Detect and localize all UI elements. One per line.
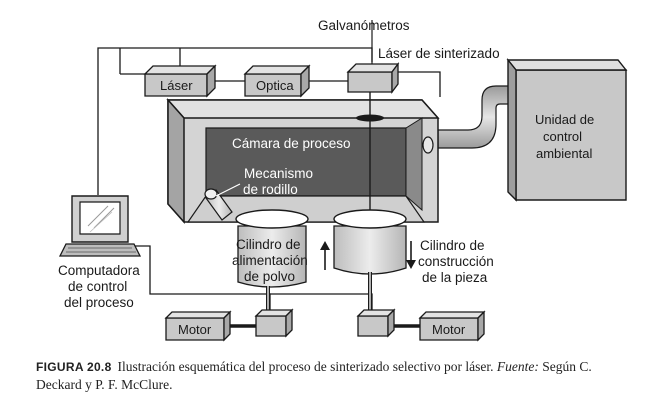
laser-box	[143, 64, 217, 98]
gearbox-right	[356, 308, 396, 338]
environment-unit-label-1: Unidad de	[535, 112, 594, 127]
optics-box	[243, 64, 311, 98]
feed-up-arrow	[320, 241, 330, 270]
galvanometers-label: Galvanómetros	[318, 18, 410, 33]
motor-right-label: Motor	[432, 322, 466, 337]
environment-unit-box	[506, 58, 628, 202]
figure-caption: FIGURA 20.8 Ilustración esquemática del p…	[36, 358, 636, 394]
figure-number: FIGURA 20.8	[36, 360, 112, 374]
feed-cylinder-label-1: Cilindro de	[236, 237, 301, 252]
build-cylinder-label-2: construcción	[418, 254, 494, 269]
roller-mechanism-label-2: de rodillo	[243, 182, 298, 197]
computer-label-1: Computadora	[58, 263, 140, 278]
computer	[58, 195, 142, 257]
process-chamber	[166, 98, 440, 224]
environment-unit-label-2: control	[543, 129, 582, 144]
build-down-arrow	[406, 241, 416, 269]
feed-cylinder	[235, 209, 309, 312]
feed-cylinder-label-2: alimentación	[232, 253, 308, 268]
laser-box-label: Láser	[160, 78, 193, 93]
caption-source-label: Fuente:	[496, 359, 539, 374]
process-chamber-label: Cámara de proceso	[232, 136, 351, 151]
motor-left-box	[164, 310, 232, 342]
duct-pipe	[437, 85, 517, 149]
build-cylinder-label-3: de la pieza	[422, 270, 488, 285]
gearbox-left	[254, 308, 294, 338]
motor-left-label: Motor	[178, 322, 212, 337]
roller	[204, 188, 233, 221]
environment-unit-label-3: ambiental	[536, 146, 592, 161]
computer-label-2: de control	[68, 279, 127, 294]
laser-sintering-label: Láser de sinterizado	[378, 46, 500, 61]
roller-mechanism-label-1: Mecanismo	[244, 166, 313, 181]
build-cylinder	[333, 209, 407, 312]
build-cylinder-label-1: Cilindro de	[420, 238, 485, 253]
computer-label-3: del proceso	[64, 295, 134, 310]
caption-source-text: Según C. Deckard y P. F. McClure.	[36, 359, 592, 392]
feed-cylinder-label-3: de polvo	[244, 269, 295, 284]
motor-right-box	[418, 310, 486, 342]
laser-beam	[356, 92, 384, 220]
optics-box-label: Optica	[256, 78, 294, 93]
roller-leader-line	[215, 183, 241, 197]
galvanometer-box	[346, 20, 400, 94]
caption-text: Ilustración esquemática del proceso de s…	[117, 359, 494, 374]
